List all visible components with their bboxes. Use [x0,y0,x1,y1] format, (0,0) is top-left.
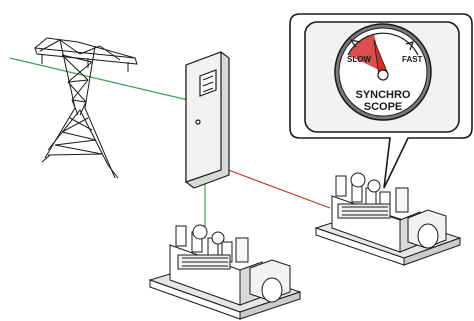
slow-label: SLOW [347,55,371,64]
fast-label: FAST [402,55,423,64]
generator-connection-line [214,164,331,209]
gauge-hub [377,69,389,81]
grid-connection-line [9,57,206,238]
gauge-title-line1: SYNCHRO [355,89,410,101]
switchgear-cabinet [185,51,230,189]
gauge-title-line2: SCOPE [364,101,403,113]
slow-arrow-icon [349,39,361,48]
generator-rear-icon [314,172,462,266]
generator-front-icon [148,224,302,320]
fast-arrow-icon [405,41,414,51]
transmission-tower-icon [34,37,138,179]
synchroscope-gauge: SLOW FAST SYNCHRO SCOPE [334,23,432,121]
